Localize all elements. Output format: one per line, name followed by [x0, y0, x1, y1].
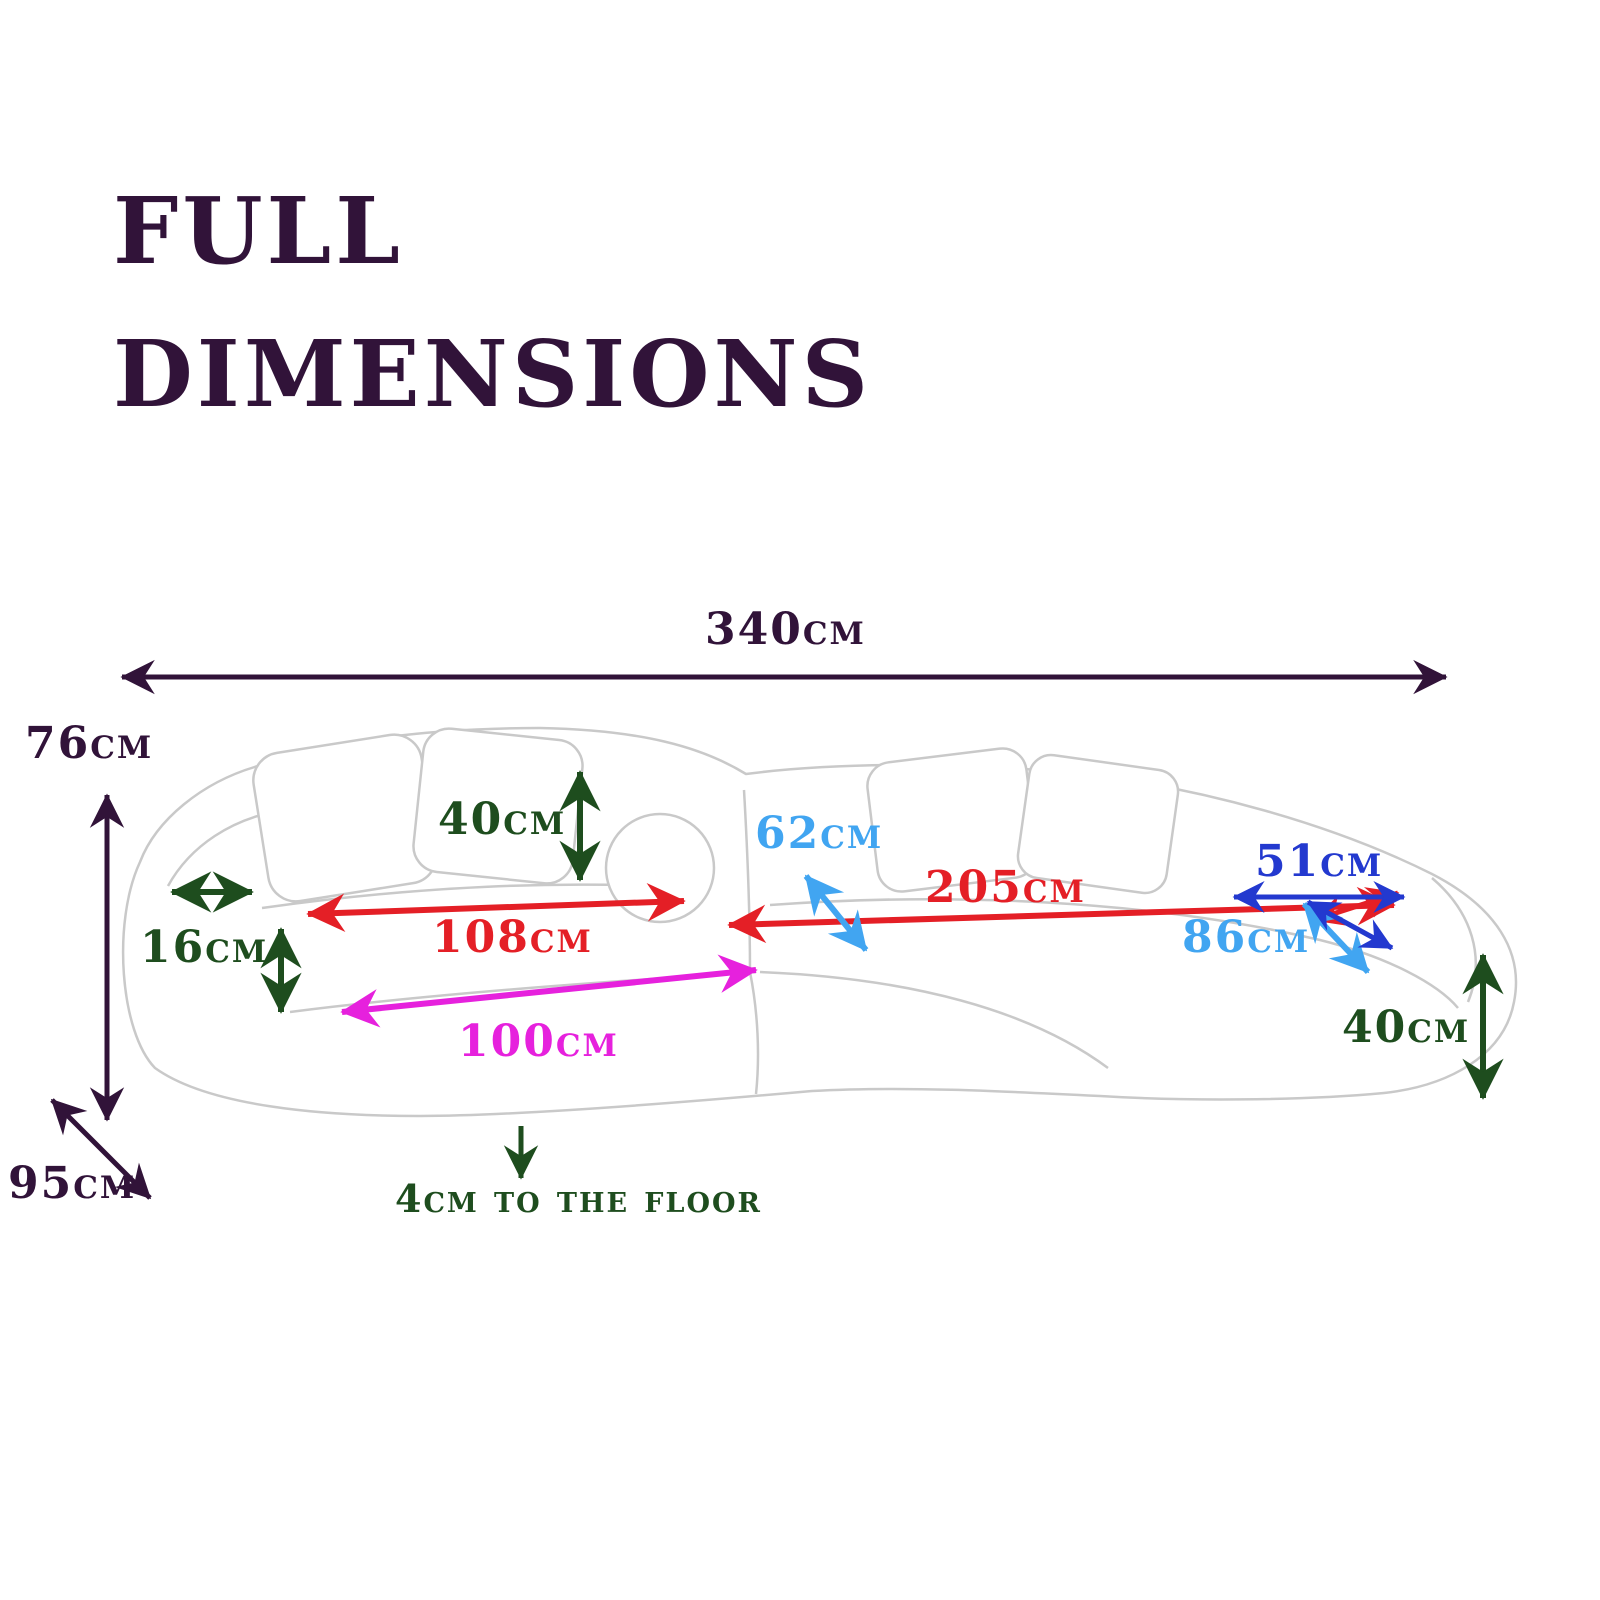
arrow-overall-depth: [50, 1098, 152, 1200]
label-armrest-thickness: 16cm: [140, 922, 269, 973]
label-seat-depth: 62cm: [755, 808, 884, 859]
label-overall-depth: 95cm: [8, 1158, 137, 1209]
label-seat-height: 40cm: [1342, 1002, 1471, 1053]
arrow-seat-front-length: [340, 954, 758, 1028]
label-overall-width: 340cm: [705, 604, 866, 655]
page-title-line-1: FULL: [113, 177, 404, 285]
label-overall-height: 76cm: [25, 718, 154, 769]
dimension-arrows: [50, 659, 1504, 1200]
label-seat-front-length: 100cm: [458, 1016, 619, 1067]
chaise-front-seam: [759, 970, 1109, 1070]
arrow-seat-depth: [803, 874, 869, 952]
label-chaise-seat-depth: 86cm: [1182, 912, 1311, 963]
label-floor-clearance: 4cm to the floor: [395, 1176, 762, 1221]
label-back-cushion-height: 40cm: [438, 794, 567, 845]
page-title: FULL DIMENSIONS: [113, 160, 872, 445]
arrow-chaise-end-diagonal: [1306, 899, 1394, 951]
back-pillow-1: [252, 733, 438, 903]
back-pillow-4: [1016, 753, 1180, 895]
label-chaise-end-width: 51cm: [1255, 836, 1384, 887]
page-title-line-2: DIMENSIONS: [113, 319, 873, 428]
arrow-left-seat-width: [306, 883, 686, 932]
label-right-section-length: 205cm: [925, 862, 1086, 913]
label-left-seat-width: 108cm: [432, 912, 593, 963]
